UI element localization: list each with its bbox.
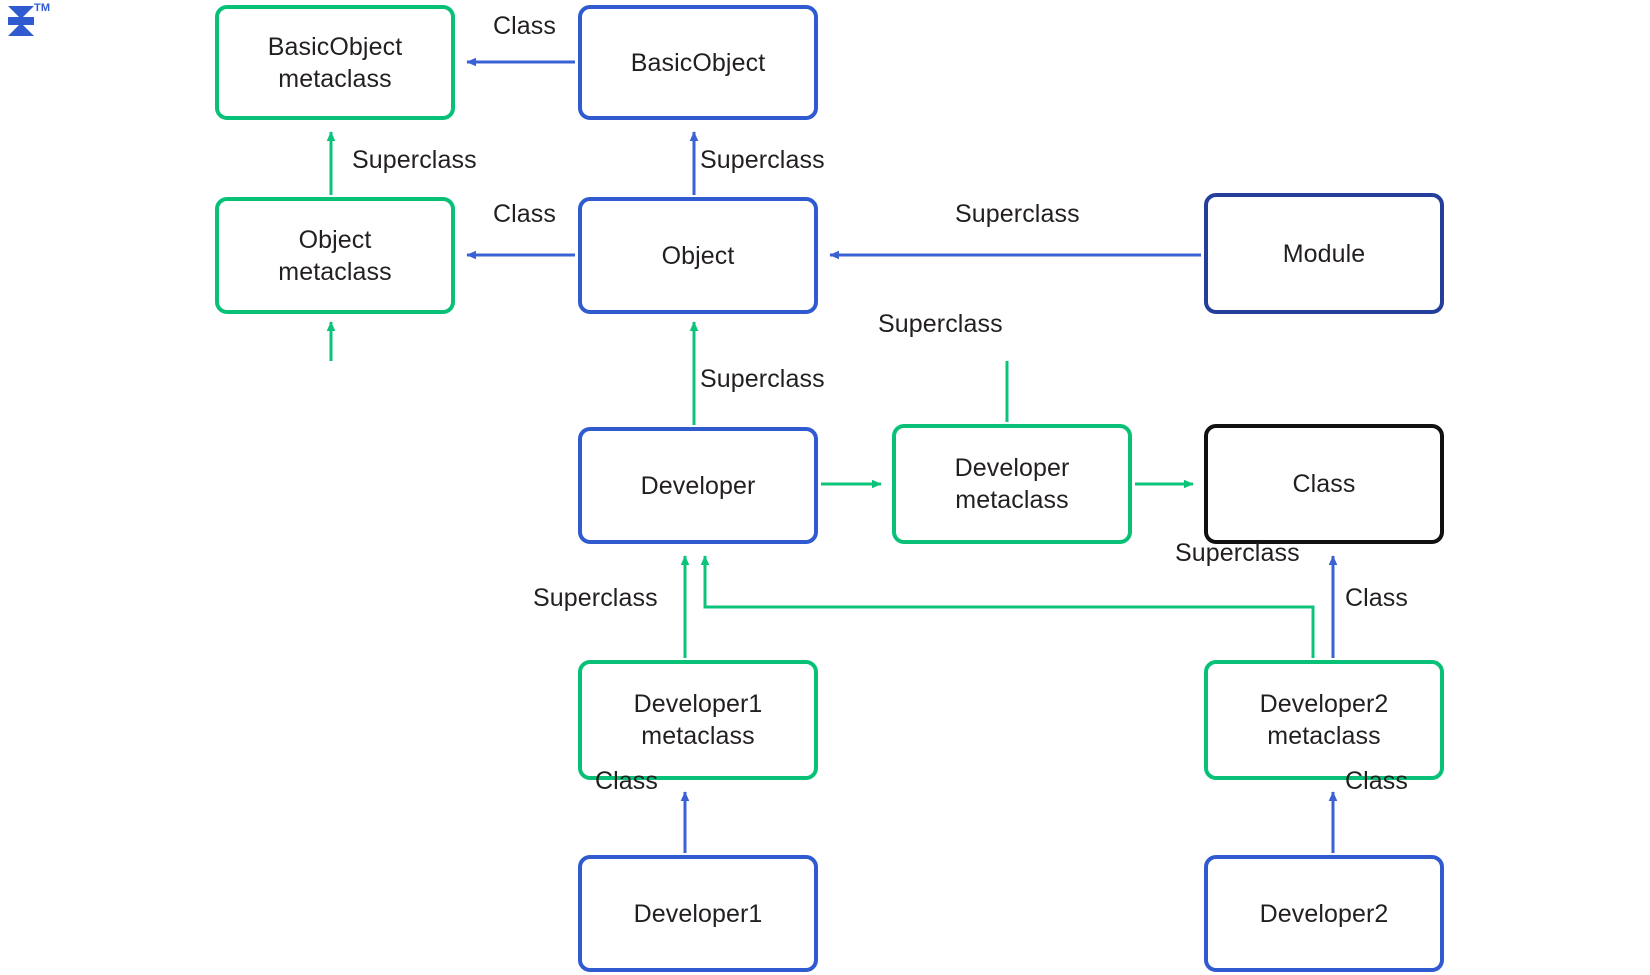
logo-mark-icon [8,6,34,36]
node-label: Developer1 metaclass [633,690,763,750]
edge-label-class-developer2-metaclass: Class [1345,584,1409,612]
edge-label-superclass-developer1-metaclass: Superclass [533,584,658,612]
edge-label-class-developer2: Class [1345,767,1409,795]
node-label: Object metaclass [278,225,392,286]
node-label: Developer1 [633,899,763,928]
node-label: BasicObject metaclass [267,32,403,93]
node-label: Module [1282,239,1366,268]
edge-label-class-object: Class [493,200,557,228]
node-basicobject[interactable]: BasicObject [578,5,818,120]
node-developer2-metaclass[interactable]: Developer2 metaclass [1204,660,1444,780]
node-developer-metaclass[interactable]: Developer metaclass [892,424,1132,544]
edge-label-superclass-object-metaclass: Superclass [352,146,477,174]
edge-label-superclass-developer: Superclass [700,365,825,393]
node-developer1[interactable]: Developer1 [578,855,818,972]
edge-label-superclass-developer2-metaclass: Superclass [1175,539,1300,567]
node-label: Developer2 [1259,899,1389,928]
node-object-metaclass[interactable]: Object metaclass [215,197,455,314]
node-label: Developer2 metaclass [1259,690,1389,750]
node-developer2[interactable]: Developer2 [1204,855,1444,972]
node-developer[interactable]: Developer [578,427,818,544]
edge-label-class-basicobject: Class [493,12,557,40]
edge-label-superclass-object: Superclass [700,146,825,174]
node-module[interactable]: Module [1204,193,1444,314]
toptal-logo[interactable]: TM [4,2,52,42]
edge-label-superclass-module: Superclass [955,200,1080,228]
edge-label-class-developer1: Class [595,767,659,795]
node-label: Developer [640,471,756,500]
node-label: Developer metaclass [954,454,1070,514]
node-developer1-metaclass[interactable]: Developer1 metaclass [578,660,818,780]
edge-developer2-metaclass-to-developer [700,555,1315,658]
node-label: BasicObject [630,48,766,77]
edge-label-superclass-developer-metaclass: Superclass [878,310,1003,338]
node-basicobject-metaclass[interactable]: BasicObject metaclass [215,5,455,120]
trademark-symbol: TM [34,2,51,14]
node-label: Class [1292,470,1356,498]
node-class[interactable]: Class [1204,424,1444,544]
node-object[interactable]: Object [578,197,818,314]
node-label: Object [661,241,735,270]
